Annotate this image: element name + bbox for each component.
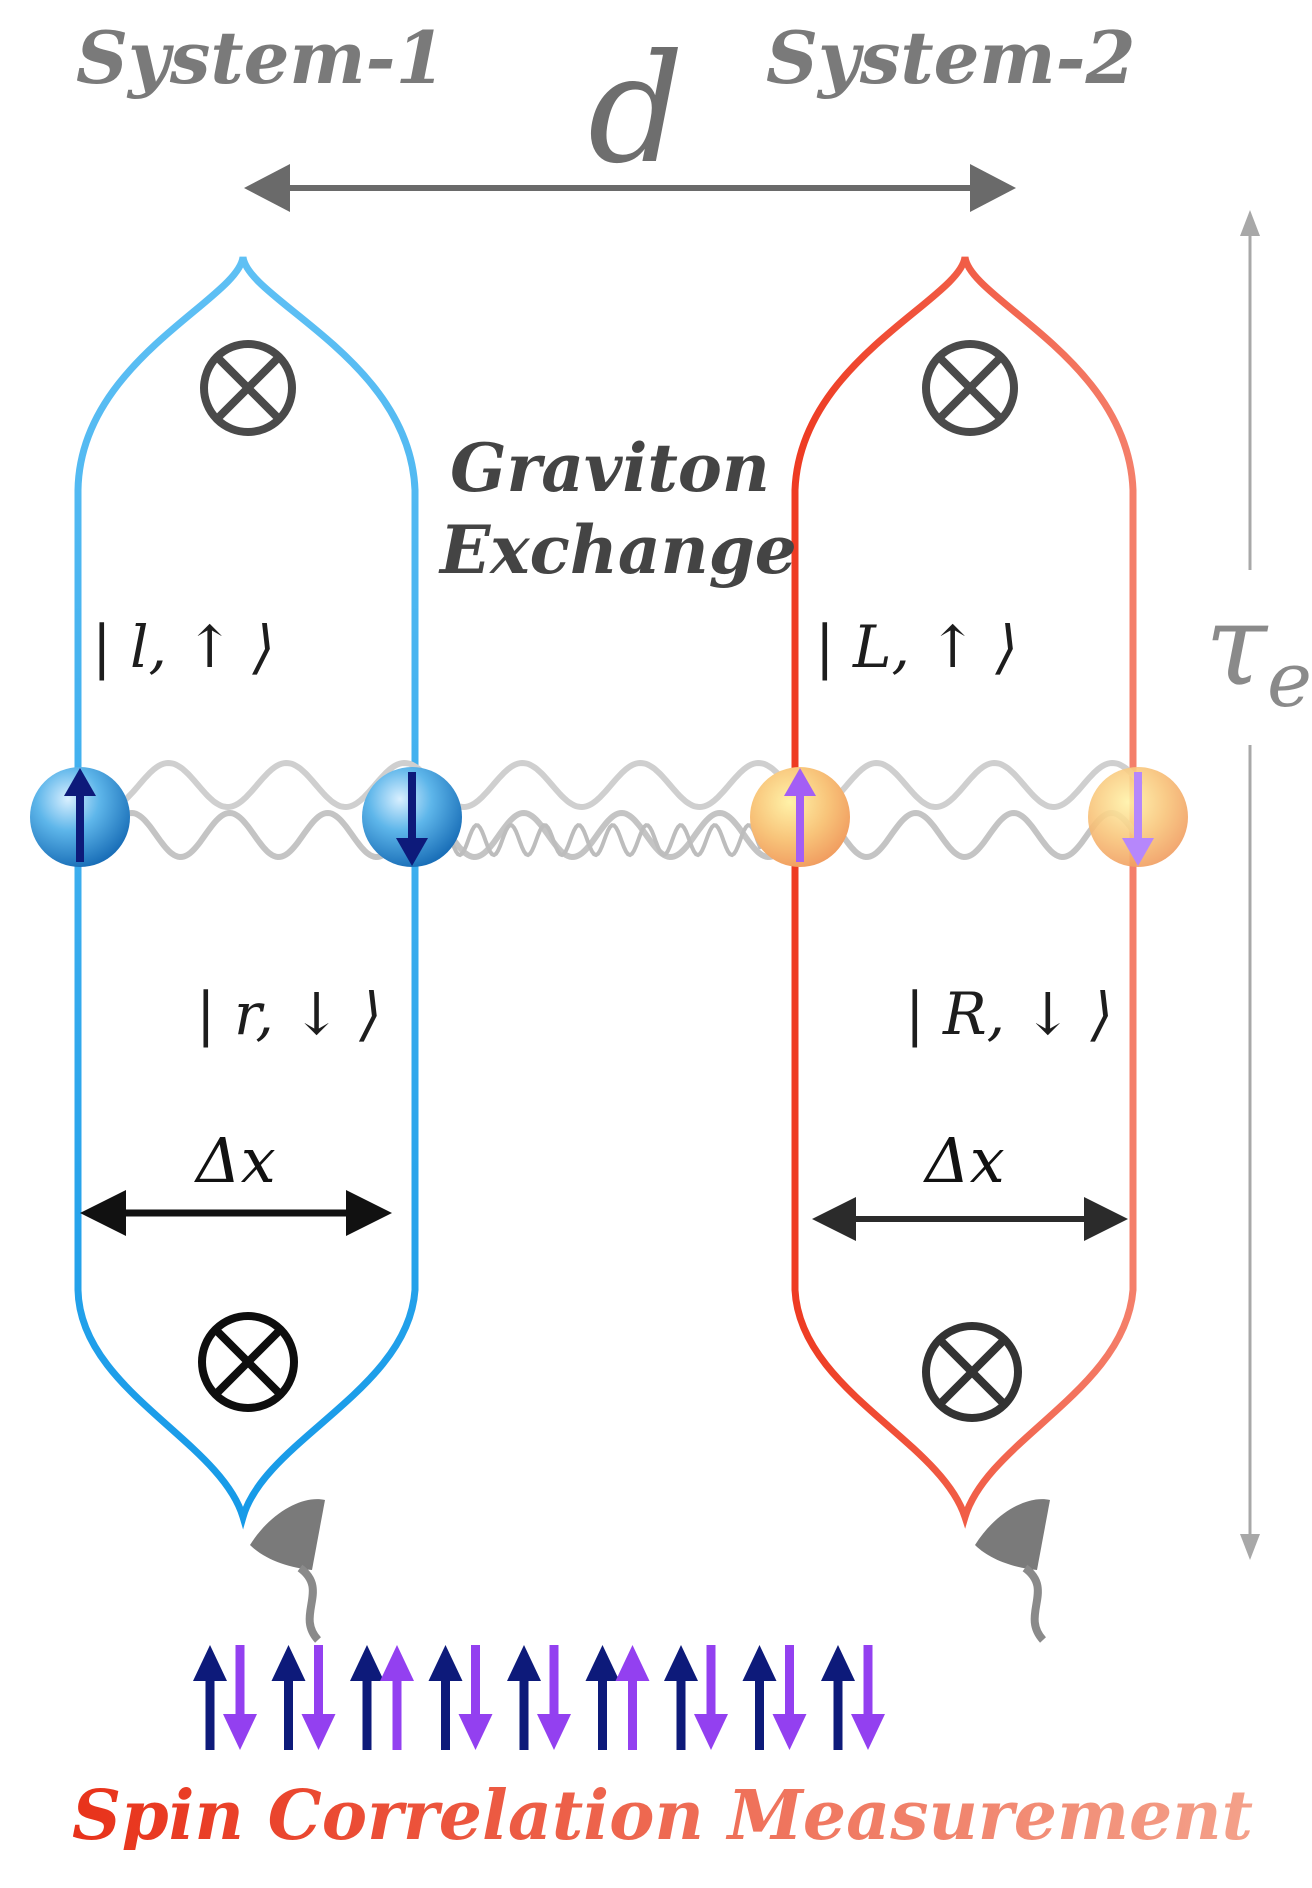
spin-arrowhead: [193, 1645, 227, 1681]
spin-arrowhead: [507, 1645, 541, 1681]
spin-arrowhead: [585, 1645, 620, 1681]
spin-arrowhead: [851, 1714, 885, 1750]
ket-R-down: | R, ↓ ⟩: [905, 980, 1114, 1048]
ket-r-down: | r, ↓ ⟩: [196, 980, 382, 1048]
spin-arrowhead: [428, 1645, 463, 1681]
circled-x-icon: [922, 340, 1018, 436]
spin-arrowhead: [772, 1714, 807, 1750]
spin-arrowhead: [821, 1645, 855, 1681]
circled-x-icon: [922, 1322, 1022, 1422]
time-arrow: [1240, 210, 1260, 1560]
spin-arrowhead: [380, 1645, 414, 1681]
delta-x-label-left: Δx: [196, 1124, 276, 1197]
spin-arrowhead: [694, 1714, 728, 1750]
distance-arrow: [244, 164, 1016, 212]
system1-loop: [74, 256, 419, 1530]
ket-L-up: | L, ↑ ⟩: [815, 613, 1019, 681]
spin-correlation-title: Spin Correlation Measurement: [72, 1776, 1254, 1856]
particle-system1-right: [362, 767, 462, 867]
spin-arrowhead: [350, 1645, 384, 1681]
ket-l-up: | l, ↑ ⟩: [92, 613, 276, 681]
circled-x-icon: [198, 1312, 298, 1412]
spin-arrowhead: [223, 1714, 257, 1750]
graviton-label-line1: Graviton: [450, 429, 770, 507]
particle-system1-left: [30, 767, 130, 867]
delta-x-arrow-left: [80, 1190, 392, 1236]
particle-system2-left: [750, 767, 850, 867]
spin-arrowhead: [458, 1714, 493, 1750]
detector-icon: [975, 1499, 1050, 1643]
spin-correlation-arrows: [193, 1645, 885, 1750]
graviton-label-line2: Exchange: [440, 511, 797, 589]
spin-arrowhead: [742, 1645, 777, 1681]
spin-arrowhead: [271, 1645, 306, 1681]
circled-x-icon: [200, 340, 296, 436]
time-subscript: e: [1266, 635, 1312, 724]
particle-system2-right: [1088, 767, 1188, 867]
distance-label: d: [588, 23, 685, 197]
graviton-waves: [77, 759, 1143, 861]
spin-arrowhead: [537, 1714, 571, 1750]
delta-x-arrow-right: [812, 1197, 1128, 1241]
spin-arrowhead: [664, 1645, 698, 1681]
time-symbol: τ: [1205, 581, 1267, 711]
delta-x-label-right: Δx: [925, 1124, 1005, 1197]
system2-loop: [791, 256, 1137, 1529]
graviton-label: Graviton Exchange: [440, 429, 797, 589]
spin-arrowhead: [615, 1645, 650, 1681]
spin-arrowhead: [301, 1714, 336, 1750]
system2-label: System-2: [766, 15, 1136, 100]
system1-label: System-1: [76, 15, 446, 100]
time-label: τe: [1205, 590, 1312, 718]
detector-icon: [250, 1499, 325, 1643]
